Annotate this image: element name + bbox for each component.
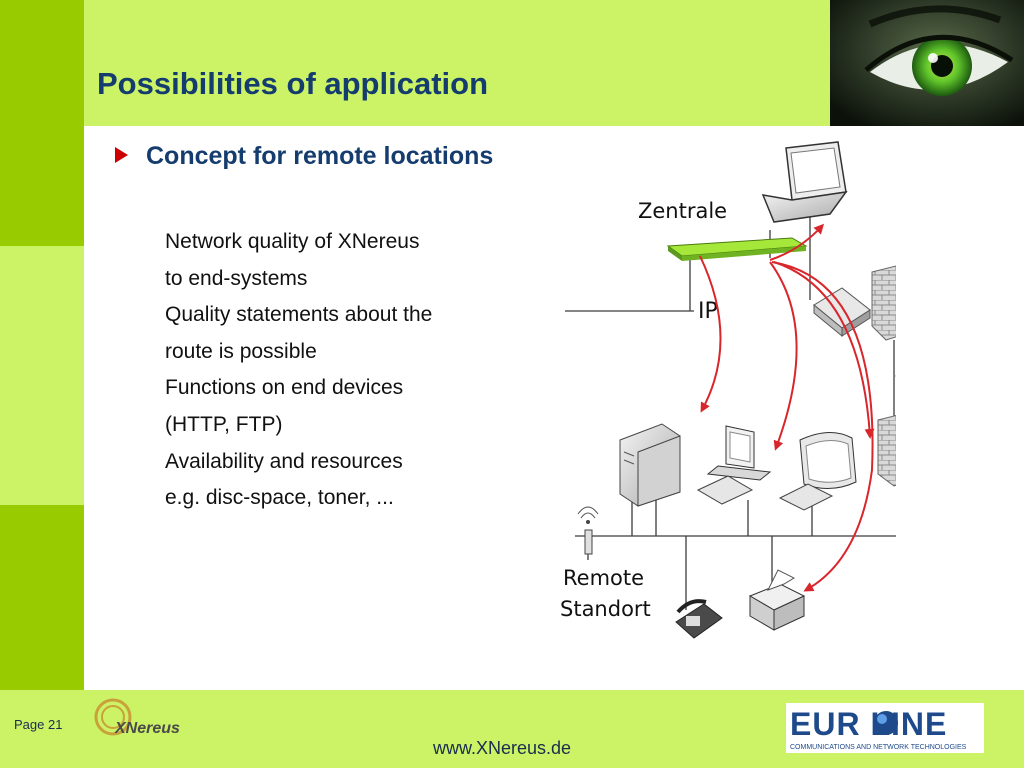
play-bullet-icon — [115, 147, 128, 163]
label-central: Zentrale — [638, 199, 727, 223]
telephone-icon — [675, 599, 723, 639]
sub-line: e.g. disc-space, toner, ... — [165, 486, 394, 510]
svg-text:XNereus: XNereus — [114, 720, 180, 737]
sub-line: to end-systems — [165, 266, 308, 290]
firewall-icon — [877, 414, 896, 487]
monitor-icon — [778, 432, 857, 511]
page-number: Page 21 — [14, 717, 63, 732]
desktop-computer-icon — [696, 425, 772, 505]
wireless-antenna-icon — [577, 506, 599, 555]
xnereus-logo: XNereus — [94, 698, 180, 737]
slide-title: Possibilities of application — [97, 66, 489, 101]
tower-server-icon — [619, 423, 681, 507]
network-switch-icon — [813, 287, 871, 338]
sub-line: route is possible — [165, 339, 317, 363]
label-ip: IP — [698, 299, 718, 324]
label-remote-line2: Standort — [560, 597, 651, 621]
svg-text:COMMUNICATIONS AND NETWORK TEC: COMMUNICATIONS AND NETWORK TECHNOLOGIES — [790, 744, 967, 751]
header-band — [84, 0, 830, 126]
bullet-sub-lines: Network quality of XNereus to end-system… — [165, 224, 432, 517]
left-accent-block-top — [0, 0, 84, 246]
red-arrows — [699, 223, 875, 592]
firewall-icon — [871, 265, 896, 341]
server-appliance-icon — [666, 237, 808, 261]
euroline-logo: EUR LINE COMMUNICATIONS AND NETWORK TECH… — [786, 703, 984, 753]
eye-photo — [830, 0, 1024, 126]
sub-line: Network quality of XNereus — [165, 230, 420, 253]
sub-line: (HTTP, FTP) — [165, 412, 283, 436]
svg-text:EUR LINE: EUR LINE — [790, 706, 947, 742]
left-accent-block-bottom — [0, 505, 84, 690]
network-diagram: Zentrale IP — [560, 141, 896, 639]
printer-icon — [748, 569, 806, 631]
bullet-heading: Concept for remote locations — [146, 142, 494, 170]
network-lines — [565, 210, 896, 610]
sub-line: Availability and resources — [165, 449, 403, 473]
footer-url: www.XNereus.de — [433, 738, 572, 758]
laptop-icon — [761, 141, 848, 223]
sub-line: Functions on end devices — [165, 376, 404, 400]
sub-line: Quality statements about the — [165, 303, 433, 327]
label-remote-line1: Remote — [563, 566, 644, 590]
